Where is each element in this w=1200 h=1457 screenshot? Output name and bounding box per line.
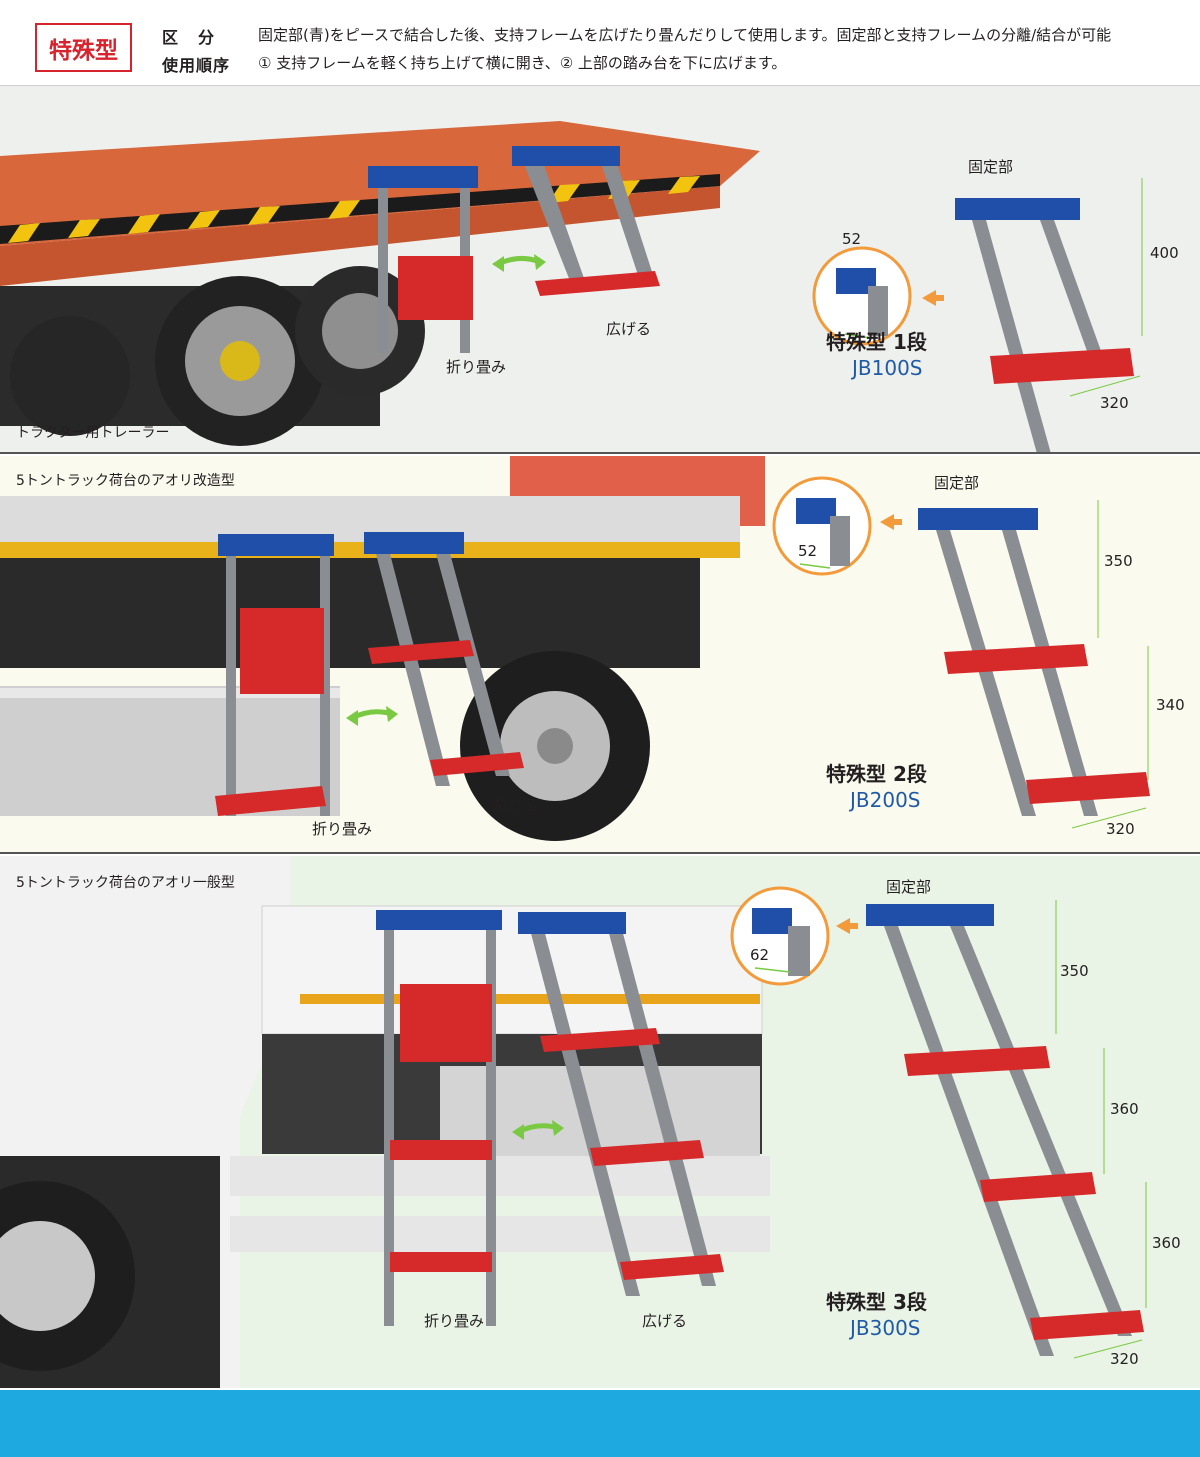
extended-label: 広げる [642, 1312, 688, 1330]
scene-label: トラクター用トレーラー [16, 425, 170, 441]
truck-standard-scene-illustration [0, 856, 1147, 1388]
folded-label: 折り畳み [312, 820, 373, 838]
model-code: JB300S [850, 1316, 921, 1340]
category-text: 固定部(青)をピースで結合した後、支持フレームを広げたり畳んだりして使用します。… [258, 26, 1112, 44]
zoom-dimension: 52 [842, 230, 862, 248]
scene-label: 5トントラック荷台のアオリ改造型 [16, 473, 235, 489]
swing-arrow-icon [512, 1120, 564, 1140]
model-name: 特殊型 3段 [826, 1290, 927, 1314]
model-code: JB100S [852, 356, 923, 380]
zoom-dimension: 52 [798, 542, 818, 560]
height-dimension-2: 360 [1110, 1100, 1139, 1118]
height-dimension-lower: 340 [1156, 696, 1185, 714]
panel-jb300s: 5トントラック荷台のアオリ一般型 折り畳み 広げる 固定部 62 350 360… [0, 856, 1200, 1388]
height-dimension-3: 360 [1152, 1234, 1181, 1252]
model-name: 特殊型 1段 [826, 330, 927, 354]
height-dimension: 400 [1150, 244, 1179, 262]
fixed-part-label: 固定部 [886, 878, 932, 896]
height-dimension-upper: 350 [1104, 552, 1133, 570]
zoom-dimension: 62 [750, 946, 770, 964]
fixed-part-label: 固定部 [968, 158, 1014, 176]
category-label: 区分 [162, 28, 235, 47]
usage-order-text: ① 支持フレームを軽く持ち上げて横に開き、② 上部の踏み台を下に広げます。 [258, 54, 787, 72]
swing-arrow-icon [492, 254, 546, 272]
bottom-band [0, 1390, 1200, 1457]
model-name: 特殊型 2段 [826, 762, 927, 786]
panel-jb200s: 5トントラック荷台のアオリ改造型 折り畳み 広げる 固定部 52 350 340… [0, 456, 1200, 854]
header: 特殊型 区分 使用順序 固定部(青)をピースで結合した後、支持フレームを広げたり… [0, 0, 1200, 86]
truck-modified-scene-illustration [0, 456, 1150, 841]
height-dimension-1: 350 [1060, 962, 1089, 980]
model-code: JB200S [850, 788, 921, 812]
trailer-scene-illustration [0, 121, 1143, 452]
folded-label: 折り畳み [446, 358, 507, 376]
extended-label: 広げる [606, 320, 652, 338]
scene-label: 5トントラック荷台のアオリ一般型 [16, 875, 235, 891]
type-badge: 特殊型 [35, 23, 132, 72]
fixed-part-label: 固定部 [934, 474, 980, 492]
usage-order-label: 使用順序 [162, 56, 231, 75]
width-dimension: 320 [1110, 1350, 1139, 1368]
folded-label: 折り畳み [424, 1312, 485, 1330]
swing-arrow-icon [346, 706, 398, 726]
width-dimension: 320 [1106, 820, 1135, 838]
extended-label: 広げる [494, 796, 540, 814]
width-dimension: 320 [1100, 394, 1129, 412]
panel-jb100s: トラクター用トレーラー 折り畳み 広げる 固定部 52 400 320 特殊型 … [0, 86, 1200, 454]
